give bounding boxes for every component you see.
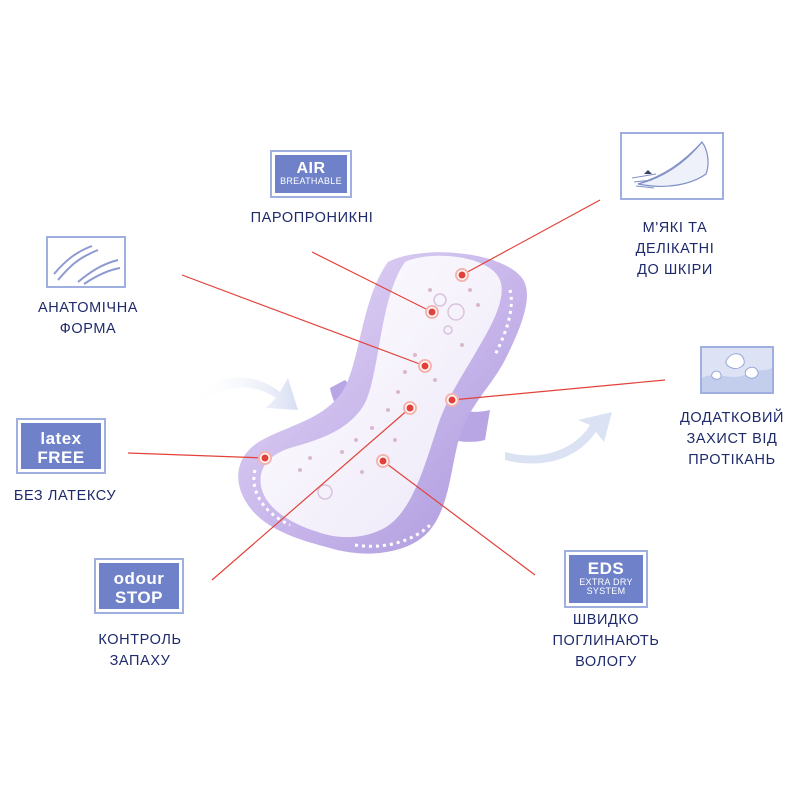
eds-label: ШВИДКО ПОГЛИНАЮТЬ ВОЛОГУ — [526, 610, 686, 673]
pointer-dots — [258, 268, 469, 468]
odour-label-line-2: ЗАПАХУ — [109, 653, 171, 669]
pointer-dot-latex — [258, 451, 272, 465]
latex-badge-line-2: FREE — [37, 448, 85, 467]
eds-badge: EDS EXTRA DRY SYSTEM — [564, 550, 648, 608]
flow-arrow-left-icon — [190, 377, 298, 410]
air-badge-title: AIR — [296, 160, 326, 177]
soft-label: М'ЯКІ ТА ДЕЛІКАТНІ ДО ШКІРИ — [600, 218, 750, 281]
eds-badge-title: EDS — [587, 559, 625, 578]
eds-label-line-1: ШВИДКО — [572, 612, 640, 628]
anatomic-label-line-1: АНАТОМІЧНА — [37, 300, 139, 316]
droplets-icon — [702, 348, 772, 392]
pointer-dot-air — [425, 305, 439, 319]
odour-badge-line-1: odour — [113, 569, 165, 588]
flow-arrow-right-icon — [505, 412, 612, 464]
pointer-dot-soft — [455, 268, 469, 282]
eds-badge-line-3: SYSTEM — [586, 586, 626, 596]
odour-badge-line-2: STOP — [115, 588, 163, 607]
anatomic-icon-box — [46, 236, 126, 288]
eds-label-line-3: ВОЛОГУ — [575, 654, 637, 670]
extra-protection-label: ДОДАТКОВИЙ ЗАХИСТ ВІД ПРОТІКАНЬ — [664, 408, 800, 471]
soft-label-line-1: М'ЯКІ ТА — [642, 220, 708, 236]
eds-badge-line-2: EXTRA DRY — [579, 577, 633, 587]
anatomic-label-line-2: ФОРМА — [59, 321, 117, 337]
pointer-line-eds — [382, 460, 536, 576]
soft-label-line-2: ДЕЛІКАТНІ — [635, 241, 715, 257]
air-badge-subtitle: BREATHABLE — [280, 176, 342, 186]
air-label: ПАРОПРОНИКНІ — [232, 208, 392, 229]
air-badge: AIR BREATHABLE — [270, 150, 352, 198]
pointer-dot-odour — [403, 401, 417, 415]
pointer-line-anatomic — [181, 274, 426, 367]
pad-illustration — [238, 252, 527, 554]
odour-label: КОНТРОЛЬ ЗАПАХУ — [70, 630, 210, 672]
soft-icon-box — [620, 132, 724, 200]
curve-shape-icon — [53, 245, 121, 285]
pointer-line-extra — [451, 379, 666, 401]
pointer-dot-eds — [376, 454, 390, 468]
air-label-line: ПАРОПРОНИКНІ — [250, 210, 374, 226]
odour-label-line-1: КОНТРОЛЬ — [98, 632, 182, 648]
odour-stop-badge: odour STOP — [94, 558, 184, 614]
pad-core — [260, 255, 502, 538]
anatomic-label: АНАТОМІЧНА ФОРМА — [20, 298, 156, 340]
pointer-line-latex — [127, 452, 266, 459]
latex-free-badge: latex FREE — [16, 418, 106, 474]
eds-label-line-2: ПОГЛИНАЮТЬ — [552, 633, 660, 649]
pointer-line-air — [311, 251, 433, 313]
latex-label: БЕЗ ЛАТЕКСУ — [0, 486, 130, 507]
extra-protection-label-line-1: ДОДАТКОВИЙ — [679, 410, 785, 426]
pointer-dot-extra — [445, 393, 459, 407]
latex-label-line: БЕЗ ЛАТЕКСУ — [13, 488, 117, 504]
latex-badge-line-1: latex — [40, 429, 82, 448]
pointer-lines — [127, 199, 666, 581]
extra-protection-label-line-2: ЗАХИСТ ВІД — [686, 431, 778, 447]
feather-icon — [631, 141, 709, 189]
extra-protection-label-line-3: ПРОТІКАНЬ — [688, 452, 776, 468]
pointer-line-odour — [211, 407, 411, 581]
extra-protection-icon-box — [700, 346, 774, 394]
pointer-line-soft — [461, 199, 601, 276]
soft-label-line-3: ДО ШКІРИ — [637, 262, 713, 278]
pointer-dot-anatomic — [418, 359, 432, 373]
